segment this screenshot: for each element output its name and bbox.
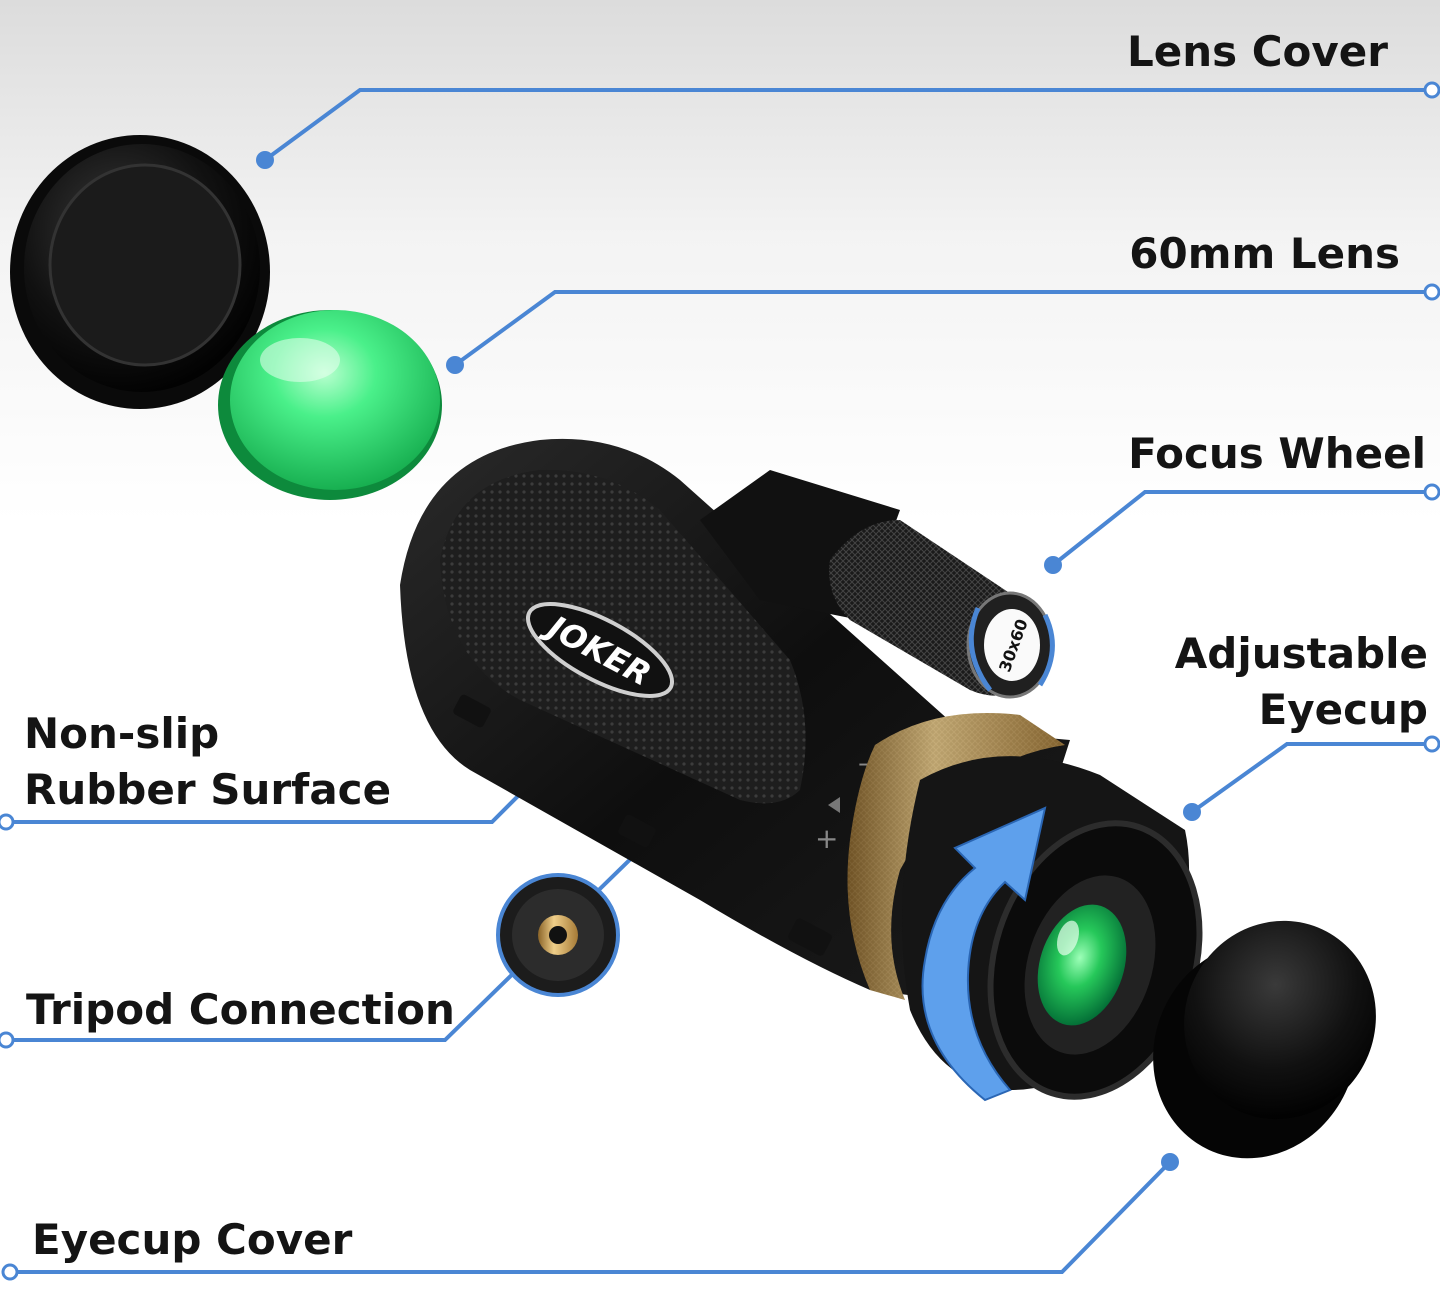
label-60mm-lens: 60mm Lens <box>1129 229 1400 278</box>
line-eyecup-cover <box>12 1160 1172 1274</box>
monocular-image: JOKER 30x60 – + <box>400 438 1203 1100</box>
line-eyecup <box>1190 742 1430 814</box>
label-focus-wheel: Focus Wheel <box>1128 429 1426 478</box>
eyecup-cover-image <box>1153 920 1376 1159</box>
label-lens-cover: Lens Cover <box>1126 27 1388 76</box>
label-eyecup-cover: Eyecup Cover <box>32 1215 353 1264</box>
green-lens-image <box>218 310 442 500</box>
tripod-connection-image <box>496 873 620 997</box>
focus-plus-mark: + <box>815 822 838 855</box>
line-lens-cover <box>263 88 1430 162</box>
line-focus-wheel <box>1051 490 1430 567</box>
callout-end-rings <box>0 81 1440 1281</box>
label-eyecup: Eyecup <box>1258 685 1428 734</box>
label-tripod-connection: Tripod Connection <box>26 985 455 1034</box>
lens-cover-image <box>10 135 270 409</box>
label-rubber-surface: Rubber Surface <box>24 765 392 814</box>
line-60mm-lens <box>453 290 1430 367</box>
label-adjustable: Adjustable <box>1174 629 1428 678</box>
label-non-slip: Non-slip <box>24 709 220 758</box>
adjust-rotation-arrow-icon <box>921 806 1047 1102</box>
